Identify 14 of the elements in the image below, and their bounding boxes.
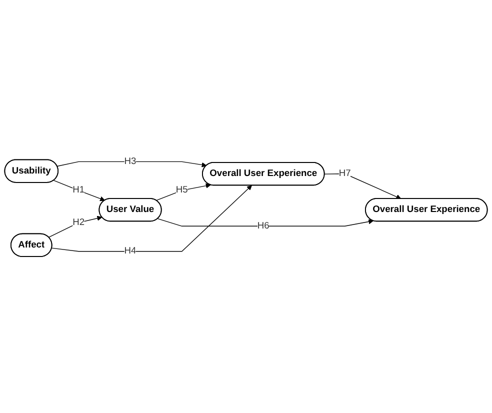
arrow [48,216,102,238]
edge-label: H5 [176,185,188,196]
edge-label: H1 [72,185,85,196]
arrow [157,218,374,226]
edge-label: H4 [124,246,136,256]
edge-label: H3 [124,156,136,166]
arrow [51,185,252,252]
arrow [324,173,402,200]
arrow [56,161,207,168]
edge-label: H6 [257,220,270,231]
arrow [156,183,211,201]
arrow [53,180,106,202]
edge-label: H2 [72,217,85,228]
edge-label: H7 [338,168,351,178]
